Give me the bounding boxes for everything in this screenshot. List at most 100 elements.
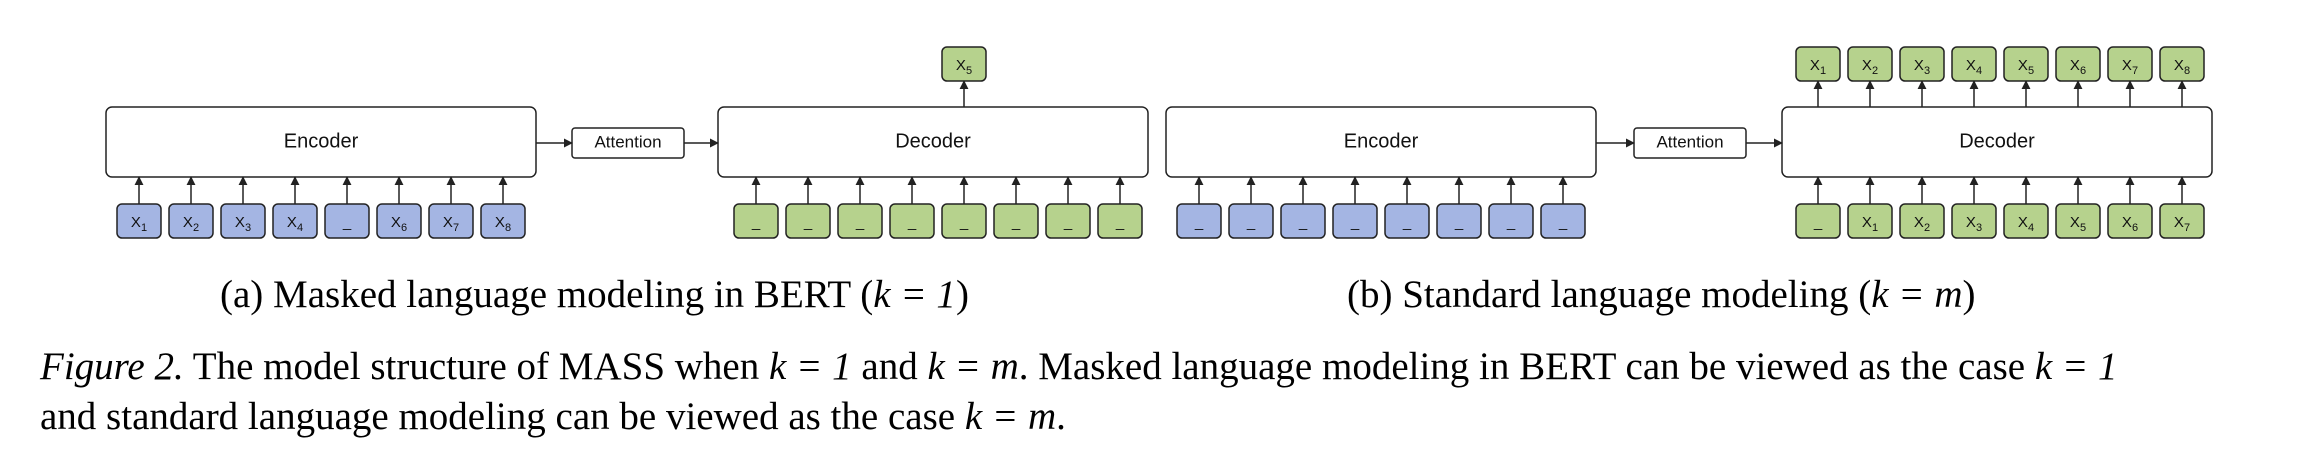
figure-caption-text-5: . bbox=[1056, 395, 1066, 438]
panel-b-decoder-output-2-base: X bbox=[1862, 57, 1872, 74]
panel-a-encoder-input-3-subscript: 3 bbox=[245, 222, 251, 234]
panel-a-decoder-input-7: _ bbox=[1045, 203, 1091, 239]
panel-a-decoder-input-4-base: _ bbox=[907, 214, 917, 231]
panel-b-encoder-input-7-base: _ bbox=[1506, 214, 1516, 231]
panel-a-decoder-input-2: _ bbox=[785, 203, 831, 239]
panel-a-encoder-input-7-label: X7 bbox=[443, 214, 459, 234]
panel-a-encoder-input-2-label: X2 bbox=[183, 214, 199, 234]
panel-b-decoder-input-1: _ bbox=[1795, 203, 1841, 239]
panel-b-decoder-input-4-subscript: 3 bbox=[1976, 222, 1982, 234]
panel-b-decoder-input-6-label: X5 bbox=[2070, 214, 2086, 234]
panel-b-decoder-output-4-base: X bbox=[1966, 57, 1976, 74]
panel-b-decoder-input-1-label: _ bbox=[1813, 214, 1823, 231]
panel-b-decoder-output-2-box bbox=[1847, 46, 1893, 82]
panel-b-decoder-output-1-box bbox=[1795, 46, 1841, 82]
panel-a-decoder-input-6-label: _ bbox=[1011, 214, 1021, 231]
panel-b-decoder-input-3: X2 bbox=[1899, 203, 1945, 239]
panel-b-decoder-input-6-subscript: 5 bbox=[2080, 222, 2086, 234]
figure-caption-line-1: Figure 2. The model structure of MASS wh… bbox=[40, 342, 2117, 392]
panel-b-decoder-input-7-subscript: 6 bbox=[2132, 222, 2138, 234]
panel-a-decoder-input-7-base: _ bbox=[1063, 214, 1073, 231]
panel-b-decoder-input-6-base: X bbox=[2070, 214, 2080, 231]
panel-b-decoder-output-7: X7 bbox=[2107, 46, 2153, 82]
figure-caption-line-2: and standard language modeling can be vi… bbox=[40, 392, 1066, 442]
panel-a-encoder-input-6-base: X bbox=[391, 214, 401, 231]
panel-b-decoder-input-4: X3 bbox=[1951, 203, 1997, 239]
subcaption-a-suffix: ) bbox=[955, 273, 969, 316]
panel-b-decoder-input-2-base: X bbox=[1862, 214, 1872, 231]
panel-b-encoder-input-6-base: _ bbox=[1454, 214, 1464, 231]
panel-a-decoder-input-2-label: _ bbox=[803, 214, 813, 231]
panel-b-decoder-input-5-subscript: 4 bbox=[2028, 222, 2034, 234]
subcaption-a-prefix: (a) Masked language modeling in BERT ( bbox=[220, 273, 874, 316]
panel-a-decoder-input-7-label: _ bbox=[1063, 214, 1073, 231]
panel-a-decoder-input-1-base: _ bbox=[751, 214, 761, 231]
panel-a-encoder-input-1: X1 bbox=[116, 203, 162, 239]
panel-a-encoder-input-4: X4 bbox=[272, 203, 318, 239]
panel-b-encoder-input-1: _ bbox=[1176, 203, 1222, 239]
panel-b-decoder-output-7-label: X7 bbox=[2122, 57, 2138, 77]
panel-b-decoder-input-4-base: X bbox=[1966, 214, 1976, 231]
panel-b-decoder-input-8-subscript: 7 bbox=[2184, 222, 2190, 234]
panel-b-encoder-input-2-label: _ bbox=[1246, 214, 1256, 231]
panel-a-encoder-input-2: X2 bbox=[168, 203, 214, 239]
panel-b-decoder-input-2-subscript: 1 bbox=[1872, 222, 1878, 234]
panel-b-decoder-output-4: X4 bbox=[1951, 46, 1997, 82]
panel-b-decoder-output-3-base: X bbox=[1914, 57, 1924, 74]
panel-b-decoder-output-2-label: X2 bbox=[1862, 57, 1878, 77]
panel-b-attention-label: Attention bbox=[1656, 132, 1723, 151]
panel-a-encoder-input-4-base: X bbox=[287, 214, 297, 231]
panel-a-decoder-input-5-base: _ bbox=[959, 214, 969, 231]
panel-a-encoder-input-6: X6 bbox=[376, 203, 422, 239]
panel-b-encoder-input-1-base: _ bbox=[1194, 214, 1204, 231]
panel-b-encoder-input-2: _ bbox=[1228, 203, 1274, 239]
panel-b-encoder-input-8: _ bbox=[1540, 203, 1586, 239]
panel-b-decoder-input-4-label: X3 bbox=[1966, 214, 1982, 234]
panel-a-encoder-input-7-base: X bbox=[443, 214, 453, 231]
panel-b-decoder-output-8-base: X bbox=[2174, 57, 2184, 74]
panel-b-encoder-input-8-label: _ bbox=[1558, 214, 1568, 231]
panel-b-decoder-output-7-box bbox=[2107, 46, 2153, 82]
panel-b-encoder-input-4-label: _ bbox=[1350, 214, 1360, 231]
panel-a-decoder-output-5-label: X5 bbox=[956, 57, 972, 77]
panel-a-decoder-input-8: _ bbox=[1097, 203, 1143, 239]
panel-b-encoder-input-2-base: _ bbox=[1246, 214, 1256, 231]
panel-b-encoder-label: Encoder bbox=[1344, 130, 1419, 152]
panel-a-decoder-input-3-base: _ bbox=[855, 214, 865, 231]
panel-b-encoder-input-7: _ bbox=[1488, 203, 1534, 239]
subcaption-b-prefix: (b) Standard language modeling ( bbox=[1347, 273, 1872, 316]
panel-a-encoder-input-5: _ bbox=[324, 203, 370, 239]
panel-a-encoder-input-8: X8 bbox=[480, 203, 526, 239]
panel-b-decoder-output-3-subscript: 3 bbox=[1924, 65, 1930, 77]
subcaption-b-suffix: ) bbox=[1962, 273, 1976, 316]
panel-b-decoder-input-7: X6 bbox=[2107, 203, 2153, 239]
panel-b-decoder-output-5-label: X5 bbox=[2018, 57, 2034, 77]
panel-b-decoder-output-3-box bbox=[1899, 46, 1945, 82]
panel-a-decoder-input-4-label: _ bbox=[907, 214, 917, 231]
panel-a-encoder-input-7: X7 bbox=[428, 203, 474, 239]
panel-b-decoder-output-1-label: X1 bbox=[1810, 57, 1826, 77]
panel-b-encoder-input-3-label: _ bbox=[1298, 214, 1308, 231]
panel-b-decoder-output-6-base: X bbox=[2070, 57, 2080, 74]
panel-b-decoder-output-3: X3 bbox=[1899, 46, 1945, 82]
panel-b-decoder-output-6-subscript: 6 bbox=[2080, 65, 2086, 77]
panel-a-encoder-input-6-label: X6 bbox=[391, 214, 407, 234]
panel-b-decoder-input-5-base: X bbox=[2018, 214, 2028, 231]
subcaption-a-math: k = 1 bbox=[873, 273, 956, 316]
panel-b-decoder-output-4-subscript: 4 bbox=[1976, 65, 1982, 77]
panel-b-decoder-output-5-subscript: 5 bbox=[2028, 65, 2034, 77]
panel-a-attention-label: Attention bbox=[594, 132, 661, 151]
panel-a-decoder-input-5: _ bbox=[941, 203, 987, 239]
figure-caption-math-3: k = 1 bbox=[2034, 345, 2118, 388]
panel-a-decoder-input-6: _ bbox=[993, 203, 1039, 239]
panel-b-encoder-input-6: _ bbox=[1436, 203, 1482, 239]
panel-b-decoder-input-7-base: X bbox=[2122, 214, 2132, 231]
figure-caption-math-2: k = m bbox=[927, 345, 1019, 388]
panel-a-encoder-input-1-base: X bbox=[131, 214, 141, 231]
figure-caption-math-1: k = 1 bbox=[769, 345, 852, 388]
panel-b-encoder-input-5-label: _ bbox=[1402, 214, 1412, 231]
panel-a-decoder-label: Decoder bbox=[895, 130, 971, 152]
panel-b-encoder-box bbox=[1165, 106, 1597, 178]
panel-b-decoder-output-7-subscript: 7 bbox=[2132, 65, 2138, 77]
